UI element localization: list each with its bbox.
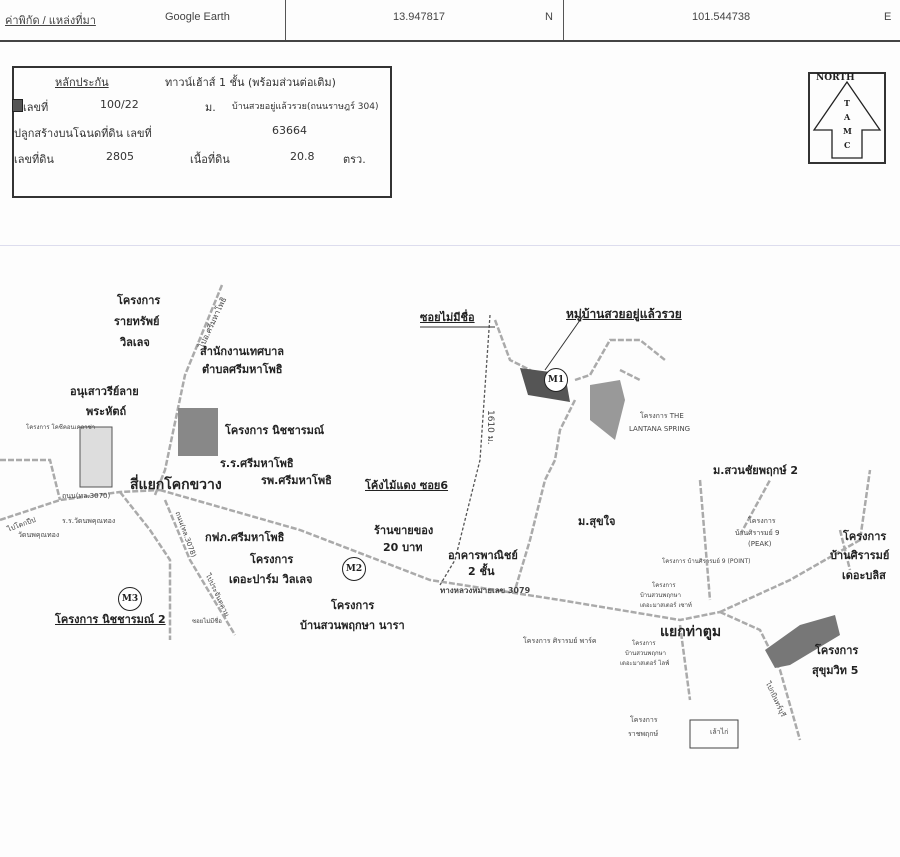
subject-village-label: หมู่บ้านสวยอยู่แล้วรวย <box>566 307 682 321</box>
map-label: สุขุมวิท 5 <box>812 664 859 677</box>
road-3079 <box>159 488 721 622</box>
road-m1-loop <box>493 319 666 591</box>
map-label: วิลเลจ <box>120 336 150 349</box>
coordinate-label: ค่าพิกัด / แหล่งที่มา <box>5 15 96 27</box>
map-label: โครงการ <box>843 530 887 543</box>
no-value: 100/22 <box>100 98 139 111</box>
map-label: โค้งไม้แดง ซอย6 <box>365 479 449 492</box>
village-label: ม. <box>205 101 216 114</box>
map-label: โครงการ <box>632 640 656 647</box>
map-label: รพ.ศรีมหาโพธิ <box>261 474 332 487</box>
map-label: โครงการ บ้านศิรารมย์ 9 (POINT) <box>662 558 751 565</box>
north-arrow-icon: NORTH T A M C <box>808 72 886 164</box>
marker-block-icon <box>12 99 23 112</box>
map-label: เดอะปาร์ม วิลเลจ <box>229 573 313 586</box>
map-label: ตำบลศรีมหาโพธิ <box>202 363 283 376</box>
road-west <box>0 458 172 640</box>
map-label: เล้าไก่ <box>710 728 729 736</box>
map-label: โครงการ <box>250 553 294 566</box>
marker-m1: M1 <box>544 368 568 392</box>
land-no-value: 2805 <box>106 150 134 163</box>
map-label: (PEAK) <box>748 540 772 548</box>
map-label: โครงการ <box>331 599 375 612</box>
map-label: บ้านศิรารมย์ 9 <box>735 529 780 537</box>
map-label: โครงการ <box>815 644 859 657</box>
collateral-value: ทาวน์เฮ้าส์ 1 ชั้น (พร้อมส่วนต่อเติม) <box>165 76 336 89</box>
area-value: 20.8 <box>290 150 315 163</box>
highway-label: ทางหลวงหมายเลข 3079 <box>440 586 531 595</box>
map-label: ซอยไม่มีชื่อ <box>192 618 222 625</box>
map-label: โครงการ ศิรารมย์ พาร์ค <box>523 637 597 645</box>
no-label: เลขที่ <box>23 101 49 114</box>
map-label: ร้านขายของ <box>374 524 434 537</box>
map-label: กฟภ.ศรีมหาโพธิ <box>205 531 285 544</box>
map-label: วัดนพคุณทอง <box>18 531 60 539</box>
marker-m3: M3 <box>118 587 142 611</box>
coordinate-source: Google Earth <box>165 11 230 23</box>
map-label: ถนน(ทล.3070) <box>62 492 111 500</box>
map-label: โครงการ <box>117 294 161 307</box>
map-label: รายทรัพย์ <box>114 315 160 328</box>
chicken-farm-plot <box>689 719 739 749</box>
cozy-plot <box>79 426 113 488</box>
map-label: โครงการ <box>652 582 676 589</box>
thatum-junction-label: แยกท่าตูม <box>660 624 722 640</box>
longitude-dir: E <box>884 11 892 23</box>
map-label: บ้านศิรารมย์ <box>830 549 890 562</box>
deed-value: 63664 <box>272 124 307 137</box>
road-srimahaphot <box>153 284 224 496</box>
map-label: โครงการ นิชชารมณ์ <box>225 424 325 437</box>
map-label: ซอยไม่มีชื่อ <box>420 311 475 324</box>
map-label: โครงการ <box>748 517 776 525</box>
map-label: เดอะบลิส <box>842 569 886 582</box>
map-label: ม.สุขใจ <box>578 515 616 528</box>
divider <box>0 245 900 246</box>
land-no-label: เลขที่ดิน <box>14 153 54 166</box>
map-label: พระหัตถ์ <box>86 405 127 418</box>
area-label: เนื้อที่ดิน <box>190 153 230 166</box>
property-info-box <box>12 66 392 198</box>
map-label: 20 บาท <box>383 541 423 554</box>
map-label: 2 ชั้น <box>468 565 495 578</box>
map-label: อาคารพาณิชย์ <box>448 549 518 562</box>
map-label: บ้านสวนพฤกษา นารา <box>300 619 405 632</box>
road-3070 <box>0 488 161 522</box>
area-unit: ตรว. <box>343 153 366 166</box>
village-value: บ้านสวยอยู่แล้วรวย(ถนนราษฎร์ 304) <box>232 102 379 112</box>
map-label: ราชพฤกษ์ <box>628 730 659 738</box>
deed-label: ปลูกสร้างบนโฉนดที่ดิน เลขที่ <box>14 127 152 140</box>
map-label: LANTANA SPRING <box>629 425 691 433</box>
map-label: สำนักงานเทศบาล <box>200 345 285 358</box>
collateral-label: หลักประกัน <box>55 76 109 89</box>
map-label: 1610 ม. <box>485 410 495 445</box>
map-label: โครงการ โคซีคอนเคลาช่า <box>26 424 96 431</box>
map-label: เดอะมาสเตอร์ เซาท์ <box>640 602 692 609</box>
map-label: ร.ร.วัดนพคุณทอง <box>62 517 116 525</box>
road-1610m <box>439 314 491 586</box>
latitude: 13.947817 <box>393 11 445 23</box>
map-label: บ้านสวนพฤกษา <box>640 592 681 599</box>
map-label: บ้านสวนพฤกษา <box>625 650 666 657</box>
longitude: 101.544738 <box>692 11 751 23</box>
map-label: เดอะมาสเตอร์ ไลฟ์ <box>620 660 670 667</box>
nitcharom-plot <box>178 408 218 456</box>
map-label: ร.ร.ศรีมหาโพธิ <box>220 457 294 470</box>
junction-label: สี่แยกโคกขวาง <box>130 477 222 493</box>
map-label: ม.สวนชัยพฤกษ์ 2 <box>713 464 799 477</box>
latitude-dir: N <box>545 11 553 23</box>
sukhumvit-plot <box>765 615 840 668</box>
map-label: อนุเสาวรีย์ลาย <box>70 385 139 398</box>
map-label: โครงการ <box>630 716 658 724</box>
map-label: โครงการ THE <box>640 412 684 420</box>
lantana-plot <box>590 380 625 440</box>
road-east <box>678 469 872 741</box>
map-label: โครงการ นิชชารมณ์ 2 <box>55 613 166 626</box>
road-3078 <box>163 499 237 636</box>
marker-m2: M2 <box>342 557 366 581</box>
